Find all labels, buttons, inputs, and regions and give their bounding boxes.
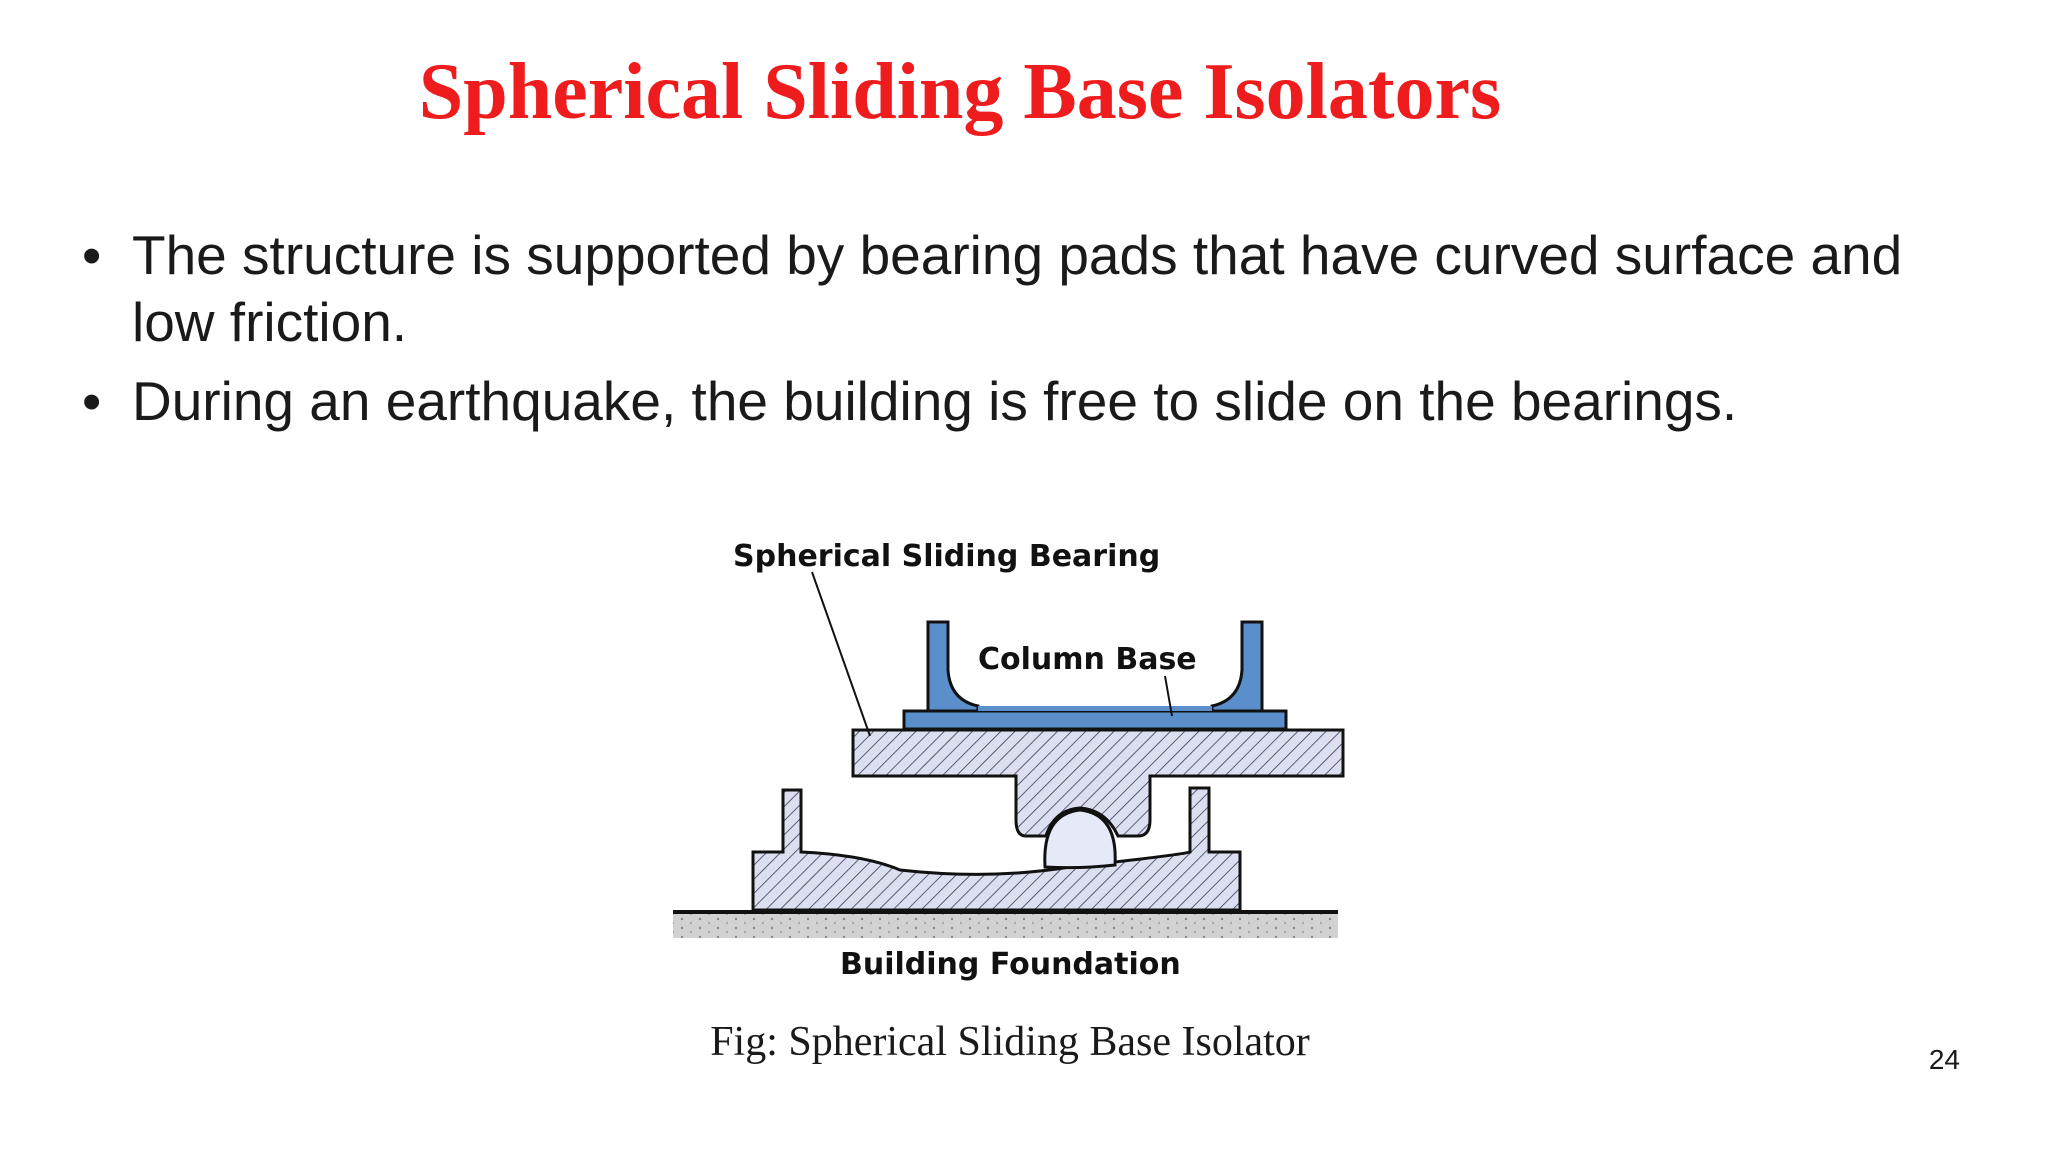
foundation-ground — [673, 912, 1338, 938]
bullet-icon: • — [82, 224, 102, 286]
lower-housing — [751, 786, 1242, 912]
column-base-plate — [902, 709, 1288, 731]
column-base-label: Column Base — [978, 642, 1197, 677]
bullet-icon: • — [82, 370, 102, 432]
bullet-list: • The structure is supported by bearing … — [80, 222, 1960, 447]
page-number: 24 — [1928, 1044, 1960, 1075]
bearing-leader-line — [811, 571, 871, 737]
bearing-label: Spherical Sliding Bearing — [733, 539, 1160, 574]
figure-caption: Fig: Spherical Sliding Base Isolator — [710, 1019, 1310, 1065]
bullet-text: During an earthquake, the building is fr… — [132, 370, 1738, 432]
spherical-slider — [1043, 808, 1117, 870]
isolator-figure: Spherical Sliding Bearing Column Base Bu… — [660, 520, 1380, 990]
column-right-flange — [1210, 620, 1264, 713]
bullet-item: • During an earthquake, the building is … — [80, 368, 1960, 435]
bullet-item: • The structure is supported by bearing … — [80, 222, 1960, 356]
slide-title: Spherical Sliding Base Isolators — [418, 48, 1502, 136]
column-left-flange — [926, 620, 980, 713]
column-web — [978, 706, 1212, 711]
bullet-text: The structure is supported by bearing pa… — [132, 224, 1903, 353]
column-leader-line — [1164, 675, 1173, 717]
foundation-label: Building Foundation — [840, 947, 1181, 982]
isolator-diagram: Spherical Sliding Bearing Column Base Bu… — [673, 539, 1345, 982]
upper-bearing-plate — [851, 728, 1345, 838]
